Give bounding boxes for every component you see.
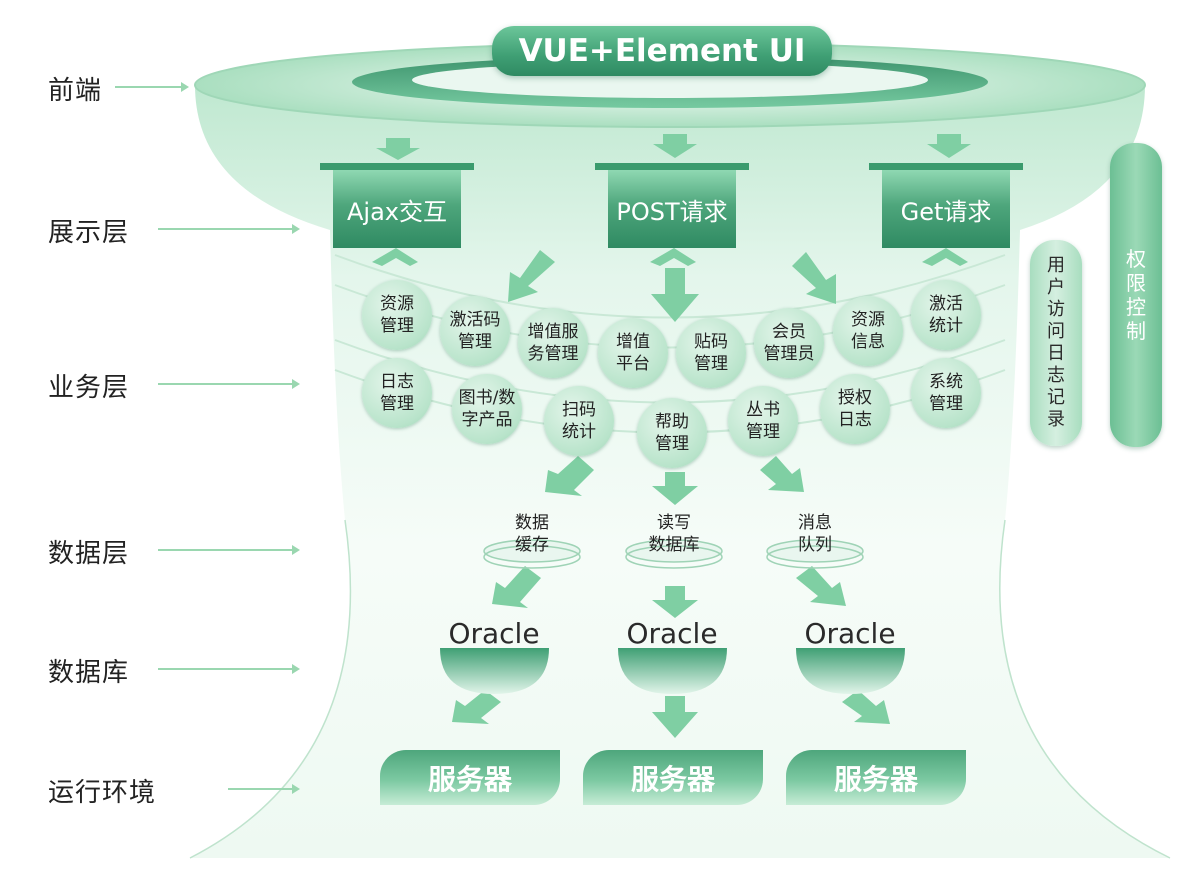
layer-arrow	[158, 664, 300, 674]
layer-arrow	[158, 379, 300, 389]
data-store-rw-db: 读写 数据库	[648, 513, 700, 555]
layer-label-database: 数据库	[48, 658, 130, 688]
layer-arrow	[115, 82, 189, 92]
module-value-added-platform: 增值 平台	[598, 318, 668, 388]
server-3: 服务器	[786, 750, 966, 805]
module-scan-stats: 扫码 统计	[544, 386, 614, 456]
module-activation-code: 激活码 管理	[440, 296, 510, 366]
request-box-post: POST请求	[608, 170, 736, 248]
module-value-added-service: 增值服 务管理	[518, 308, 588, 378]
server-2: 服务器	[583, 750, 763, 805]
user-access-log-bar: 用 户 访 问 日 志 记 录	[1030, 240, 1082, 446]
request-cap	[320, 163, 474, 170]
database-oracle-1: Oracle	[448, 617, 540, 650]
module-resource-management: 资源 管理	[362, 280, 432, 350]
frontend-title-pill: VUE+Element UI	[492, 26, 832, 76]
database-oracle-2: Oracle	[626, 617, 718, 650]
flow-arrows	[372, 134, 971, 738]
module-series-management: 丛书 管理	[728, 386, 798, 456]
request-cap	[595, 163, 749, 170]
module-books-digital: 图书/数 字产品	[452, 374, 522, 444]
layer-arrow	[158, 224, 300, 234]
request-cap	[869, 163, 1023, 170]
layer-label-frontend: 前端	[48, 76, 103, 106]
layer-label-data: 数据层	[48, 539, 130, 569]
layer-arrow	[228, 784, 300, 794]
layer-arrow	[158, 545, 300, 555]
module-log-management: 日志 管理	[362, 358, 432, 428]
layer-label-presentation: 展示层	[48, 218, 130, 248]
permission-control-bar: 权 限 控 制	[1110, 143, 1162, 447]
database-oracle-3: Oracle	[804, 617, 896, 650]
module-activation-stats: 激活 统计	[911, 280, 981, 350]
module-resource-info: 资源 信息	[833, 296, 903, 366]
layer-label-runtime: 运行环境	[48, 778, 157, 808]
request-box-get: Get请求	[882, 170, 1010, 248]
data-store-mq: 消息 队列	[798, 513, 832, 555]
module-system-management: 系统 管理	[911, 358, 981, 428]
module-help-management: 帮助 管理	[637, 398, 707, 468]
data-store-cache: 数据 缓存	[515, 513, 549, 555]
server-1: 服务器	[380, 750, 560, 805]
module-member-admin: 会员 管理员	[754, 308, 824, 378]
request-box-ajax: Ajax交互	[333, 170, 461, 248]
module-auth-log: 授权 日志	[820, 374, 890, 444]
layer-label-business: 业务层	[48, 373, 130, 403]
module-code-sticking: 贴码 管理	[676, 318, 746, 388]
